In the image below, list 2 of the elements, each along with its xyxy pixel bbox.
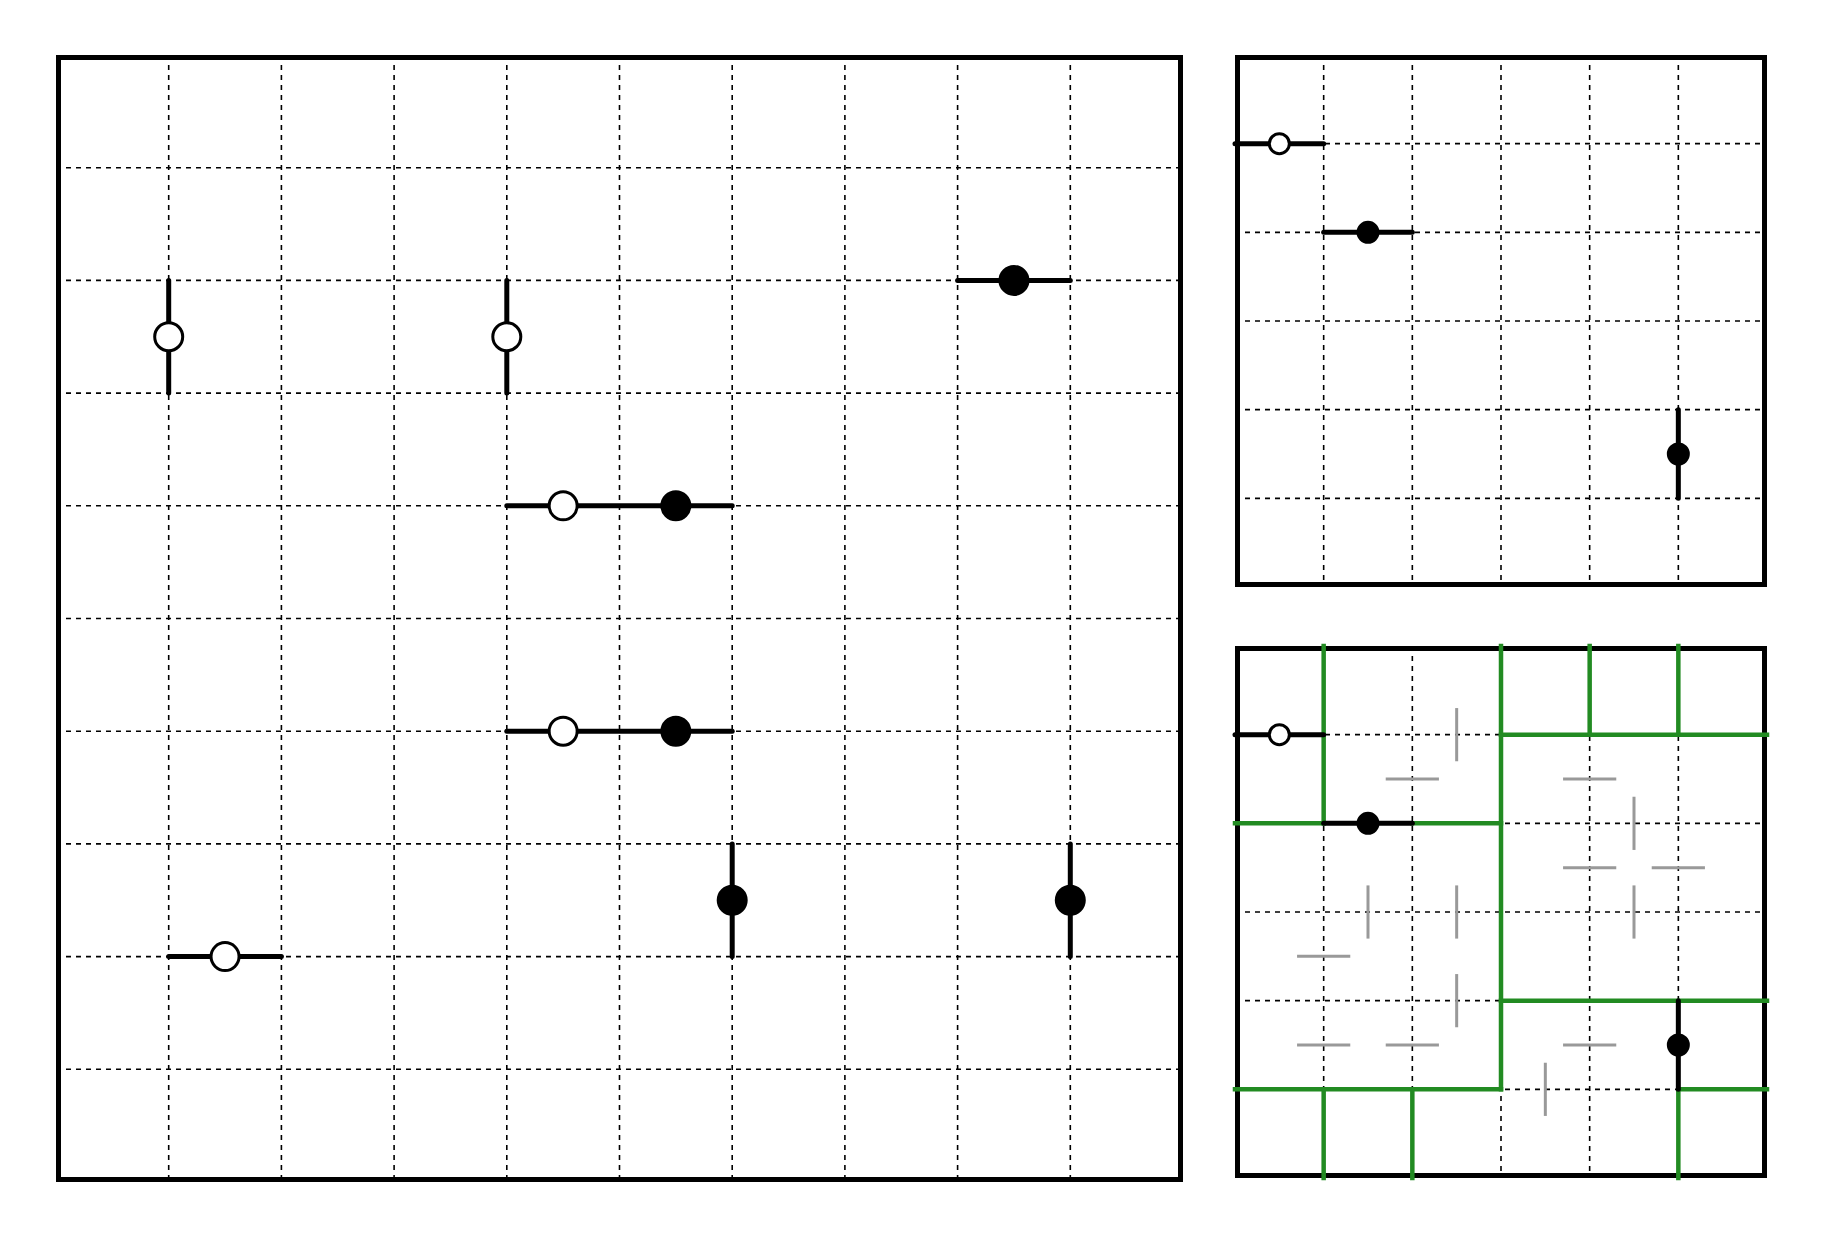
grid-panel bbox=[1235, 55, 1767, 587]
grid-panel bbox=[56, 55, 1183, 1182]
